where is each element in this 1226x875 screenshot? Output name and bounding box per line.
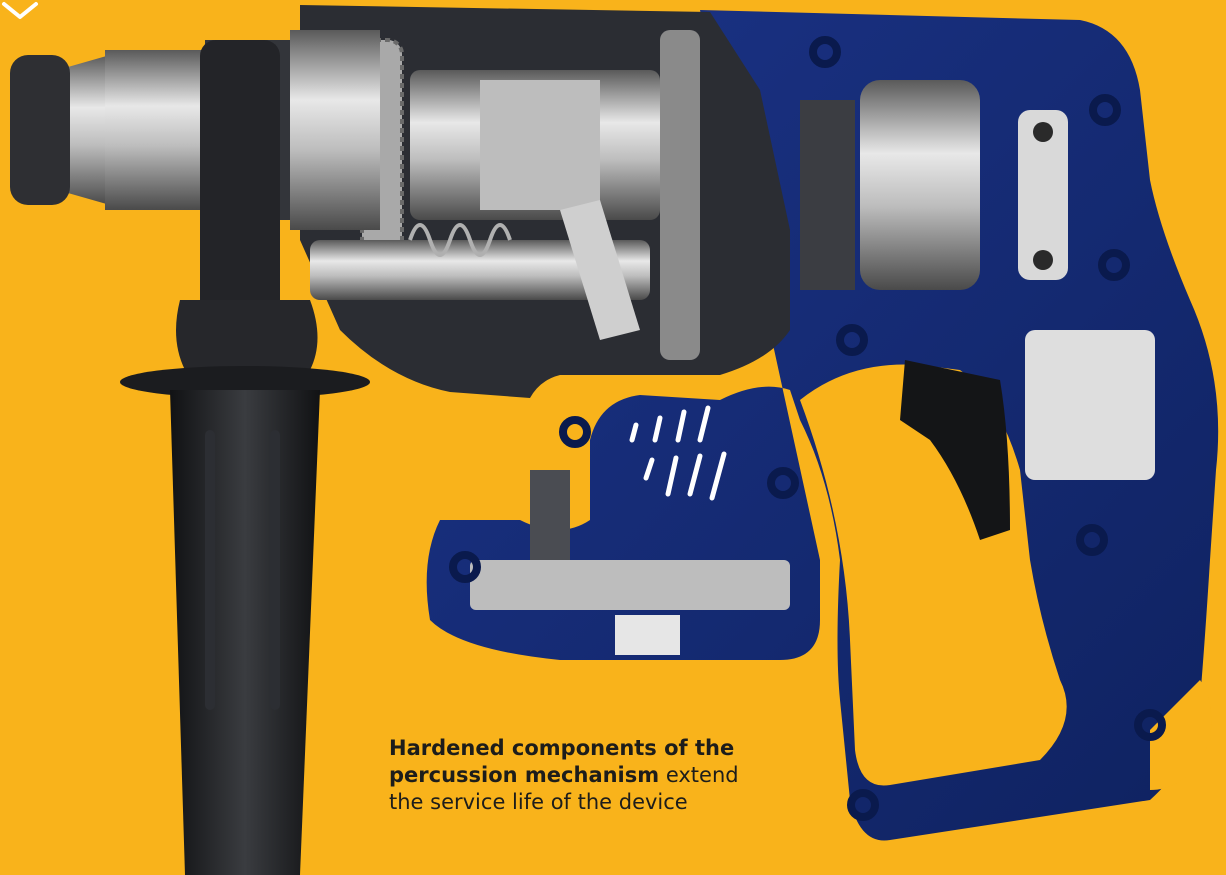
bearing-plate: [660, 30, 700, 360]
side-handle-collar: [200, 40, 280, 340]
fan: [800, 100, 855, 290]
chuck-spring-area: [105, 50, 205, 210]
caption-bold-text: Hardened components of the percussion me…: [389, 736, 735, 787]
chuck-ring: [10, 55, 70, 205]
ventilation-slots: [629, 405, 727, 501]
trigger: [900, 360, 1010, 540]
chevron-down-icon: [2, 2, 38, 19]
intermediate-shaft: [310, 240, 650, 300]
side-handle-grip: [170, 390, 320, 875]
electronics-board: [470, 560, 790, 610]
motor: [860, 80, 980, 290]
switch-module: [1025, 330, 1155, 480]
wobble-plate: [560, 200, 640, 340]
brush-holder: [1018, 110, 1068, 280]
feature-caption: Hardened components of the percussion me…: [389, 735, 769, 816]
screw-bosses: [449, 36, 1166, 821]
piston: [480, 80, 600, 210]
caption-regular-text: extend the service life of the device: [389, 763, 739, 814]
spring: [408, 223, 512, 257]
rear-loop: [1150, 680, 1212, 790]
